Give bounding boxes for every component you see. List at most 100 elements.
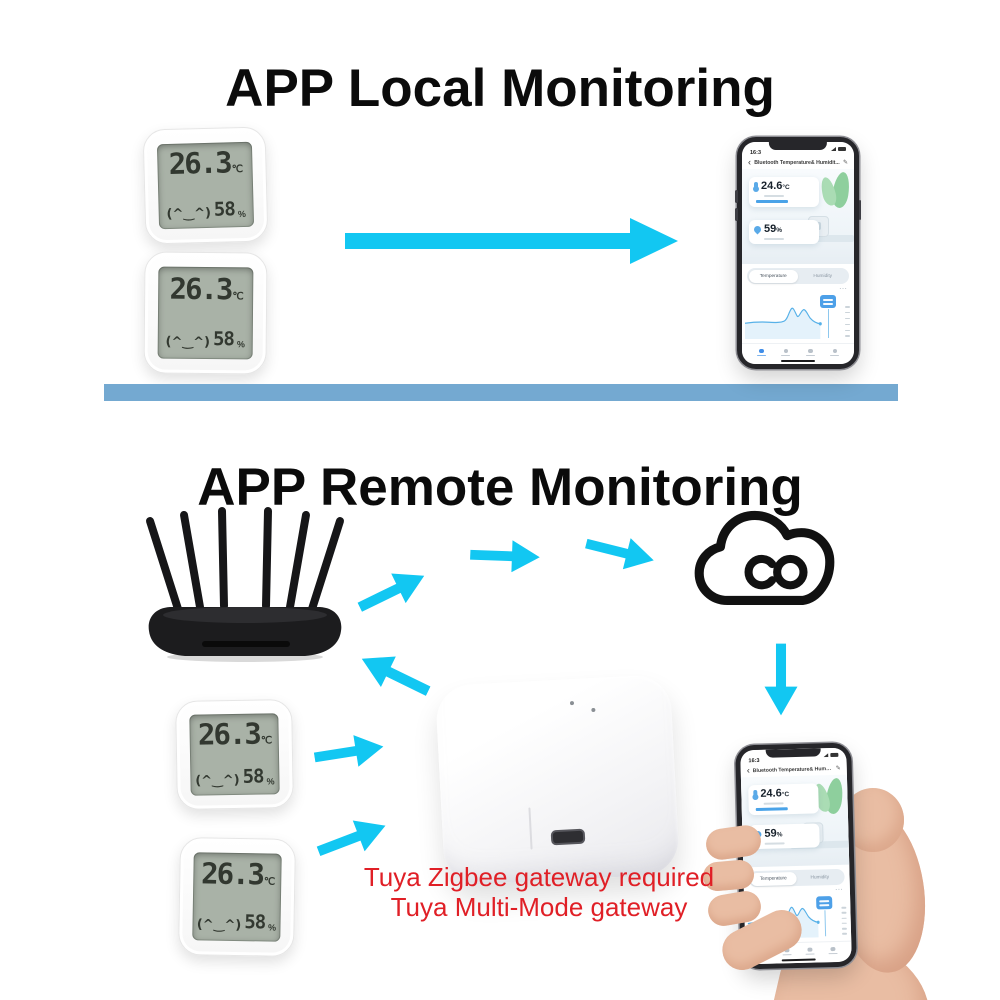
signal-icon <box>831 147 836 151</box>
volume-button <box>735 190 738 203</box>
nav-smart[interactable] <box>798 947 821 956</box>
sensor-temperature-value: 26.3 <box>168 145 232 182</box>
nav-me[interactable] <box>823 348 848 357</box>
more-menu-icon[interactable]: ⋯ <box>839 284 847 293</box>
card-sublabel <box>764 842 785 845</box>
sensor-smiley: (^‿^) <box>165 335 211 351</box>
temp-humidity-sensor: 26.3℃ (^‿^)58% <box>142 126 269 245</box>
temperature-chart: ⋯ <box>745 284 851 343</box>
home-indicator <box>781 359 815 362</box>
status-time: 16:3 <box>750 150 762 156</box>
power-button <box>858 200 861 220</box>
card-sublabel <box>764 195 784 197</box>
smartphone: 16:3 ‹ Bluetooth Temperature& Humidit...… <box>735 137 861 369</box>
tab-temperature[interactable]: Temperature <box>749 871 797 886</box>
chart-cursor-line <box>828 309 829 338</box>
cloud-icon <box>694 510 835 606</box>
device-hero: 24.6°C 59% <box>742 169 854 264</box>
flow-arrow-sensors-to-app <box>345 218 678 264</box>
edit-icon[interactable]: ✎ <box>835 765 841 772</box>
battery-icon <box>830 752 839 758</box>
sensor-lcd: 26.3℃ (^‿^)58% <box>157 266 254 359</box>
app-humidity-unit: % <box>776 831 783 839</box>
sensor-temperature-unit: ℃ <box>231 164 244 176</box>
phone-notch <box>765 748 821 758</box>
axis-ticks <box>845 306 850 337</box>
status-icons <box>821 748 839 763</box>
gateway-note-line2: Tuya Multi-Mode gateway <box>390 892 688 923</box>
section-divider <box>104 384 898 401</box>
app-humidity-value: 59 <box>764 827 777 840</box>
thermometer-icon <box>753 182 759 192</box>
flow-arrow-cloud-to-phone <box>764 643 798 716</box>
tab-temperature[interactable]: Temperature <box>748 269 798 283</box>
nav-me[interactable] <box>821 946 844 955</box>
sensor-smiley: (^‿^) <box>196 917 242 934</box>
gateway-seam <box>528 807 533 850</box>
sensor-lcd: 26.3℃ (^‿^)58% <box>157 141 254 230</box>
gateway-led <box>569 701 575 706</box>
back-icon[interactable]: ‹ <box>748 157 751 168</box>
sensor-temperature-value: 26.3 <box>169 271 232 306</box>
temperature-card: 24.6°C <box>749 177 819 207</box>
sensor-humidity-unit: % <box>236 339 245 350</box>
temp-humidity-sensor: 26.3℃ (^‿^)58% <box>177 836 297 958</box>
app-temperature-unit: °C <box>782 184 790 191</box>
line-chart <box>745 307 822 339</box>
status-bar: 16:3 <box>742 142 854 156</box>
app-screen: 16:3 ‹ Bluetooth Temperature& Humidit...… <box>742 142 854 364</box>
wifi-router <box>146 507 344 662</box>
local-section-title: APP Local Monitoring <box>225 58 775 118</box>
signal-icon <box>823 753 828 757</box>
sensor-temperature-unit: ℃ <box>232 290 244 303</box>
sensor-temperature-unit: ℃ <box>263 876 276 888</box>
app-temperature-value: 24.6 <box>761 180 783 192</box>
droplet-icon <box>752 224 763 235</box>
battery-icon <box>838 147 846 151</box>
gateway-note-line1: Tuya Zigbee gateway required <box>363 862 715 892</box>
zigbee-gateway <box>434 673 681 887</box>
chart-tooltip <box>820 295 836 308</box>
nav-scene[interactable] <box>774 348 799 357</box>
more-menu-icon[interactable]: ⋯ <box>834 884 844 894</box>
app-header: ‹ Bluetooth Temperature& Humidit... ✎ <box>742 156 854 169</box>
device-hero: 24.6°C 59% <box>740 774 850 868</box>
humidity-card: 59% <box>749 220 819 244</box>
sensor-humidity-unit: % <box>268 922 277 933</box>
back-icon[interactable]: ‹ <box>746 765 750 776</box>
tab-humidity[interactable]: Humidity <box>810 874 830 881</box>
status-icons <box>829 142 846 156</box>
temp-humidity-sensor: 26.3℃ (^‿^)58% <box>175 698 294 811</box>
gateway-led <box>591 707 596 713</box>
volume-button <box>735 208 738 221</box>
sensor-smiley: (^‿^) <box>166 205 212 222</box>
app-temperature-value: 24.6 <box>760 787 782 800</box>
edit-icon[interactable]: ✎ <box>842 160 848 166</box>
chart-tabs: Temperature Humidity <box>747 268 849 284</box>
card-sublabel <box>764 238 784 240</box>
sensor-lcd: 26.3℃ (^‿^)58% <box>191 852 283 942</box>
sensor-humidity-value: 58 <box>212 328 234 351</box>
card-underline <box>756 200 788 203</box>
sensor-temperature-unit: ℃ <box>260 735 273 747</box>
flow-arrow-to-cloud-1 <box>470 540 540 573</box>
nav-home[interactable] <box>749 348 774 357</box>
flow-arrow-gateway-to-router <box>361 656 431 696</box>
app-humidity-value: 59 <box>764 223 777 235</box>
app-title: Bluetooth Temperature& Humidit... <box>754 160 840 166</box>
sensor-humidity-value: 58 <box>213 198 236 221</box>
axis-ticks <box>841 906 848 935</box>
usb-port <box>550 828 586 846</box>
temp-humidity-sensor: 26.3℃ (^‿^)58% <box>143 251 268 375</box>
remote-section-title: APP Remote Monitoring <box>197 457 803 517</box>
sensor-temperature-value: 26.3 <box>200 856 264 892</box>
sensor-smiley: (^‿^) <box>195 772 240 789</box>
card-underline <box>755 807 788 811</box>
app-temperature-unit: °C <box>781 791 790 799</box>
nav-smart[interactable] <box>798 348 823 357</box>
flow-arrow-sensor2-to-gateway <box>316 820 386 857</box>
shelf-decoration <box>796 235 854 242</box>
gateway-note: Tuya Zigbee gateway required Tuya Multi-… <box>337 862 741 922</box>
tab-humidity[interactable]: Humidity <box>813 273 833 279</box>
